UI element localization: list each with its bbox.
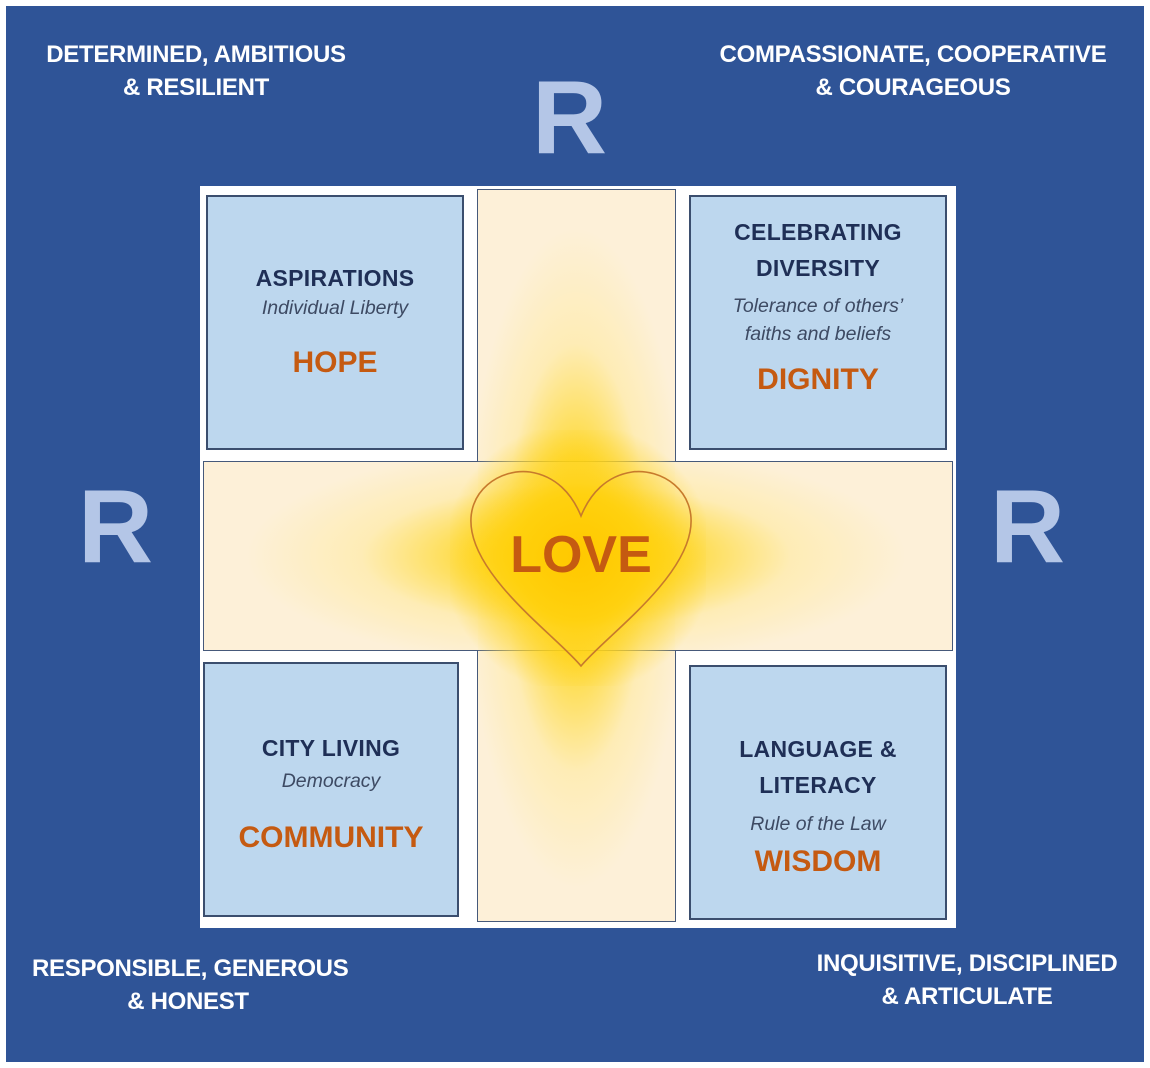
quadrant-box-aspirations: ASPIRATIONS Individual Liberty HOPE <box>206 195 464 450</box>
cross-glow-center <box>450 430 706 686</box>
quadrant-box-celebrating-diversity: CELEBRATING DIVERSITY Tolerance of other… <box>689 195 947 450</box>
box-subtitle-line: Democracy <box>281 770 381 792</box>
box-title: CITY LIVING <box>205 730 457 766</box>
center-label: LOVE <box>510 526 652 584</box>
corner-text-top-right: COMPASSIONATE, COOPERATIVE & COURAGEOUS <box>706 38 1120 104</box>
corner-text-bottom-right: INQUISITIVE, DISCIPLINED & ARTICULATE <box>808 947 1126 1013</box>
corner-line: & RESILIENT <box>122 74 270 101</box>
box-value: COMMUNITY <box>238 821 424 854</box>
letter-r-top: R <box>532 60 608 176</box>
corner-line: & HONEST <box>127 988 249 1015</box>
corner-line: INQUISITIVE, DISCIPLINED <box>816 950 1118 977</box>
box-title-line: CITY LIVING <box>261 735 401 761</box>
box-subtitle-line: Tolerance of others’ <box>732 295 904 317</box>
box-subtitle-line: Rule of the Law <box>750 813 886 835</box>
box-subtitle: Democracy <box>205 767 457 795</box>
box-value: DIGNITY <box>757 363 879 396</box>
corner-line: & ARTICULATE <box>881 983 1053 1010</box>
corner-line: DETERMINED, AMBITIOUS <box>46 41 346 68</box>
box-subtitle-line: Individual Liberty <box>261 297 409 319</box>
corner-line: COMPASSIONATE, COOPERATIVE <box>719 41 1107 68</box>
corner-line: & COURAGEOUS <box>815 74 1011 101</box>
box-value: WISDOM <box>754 845 882 878</box>
box-subtitle-line: faiths and beliefs <box>744 323 892 345</box>
box-title-line: LANGUAGE & <box>739 736 897 762</box>
corner-text-top-left: DETERMINED, AMBITIOUS & RESILIENT <box>44 38 348 104</box>
box-title-line: ASPIRATIONS <box>255 265 415 291</box>
corner-text-bottom-left: RESPONSIBLE, GENEROUS & HONEST <box>32 952 349 1018</box>
box-title-line: CELEBRATING <box>734 219 902 245</box>
corner-line: RESPONSIBLE, GENEROUS <box>32 955 349 982</box>
box-subtitle: Rule of the Law <box>691 810 945 838</box>
box-title: ASPIRATIONS <box>208 260 462 296</box>
box-title: LANGUAGE & LITERACY <box>691 731 945 803</box>
box-title: CELEBRATING DIVERSITY <box>691 214 945 286</box>
letter-r-left: R <box>78 469 154 585</box>
box-title-line: LITERACY <box>759 772 877 798</box>
box-subtitle: Individual Liberty <box>208 294 462 322</box>
quadrant-box-city-living: CITY LIVING Democracy COMMUNITY <box>203 662 459 917</box>
box-subtitle: Tolerance of others’ faiths and beliefs <box>691 292 945 348</box>
heart-icon <box>470 470 692 668</box>
quadrant-box-language-literacy: LANGUAGE & LITERACY Rule of the Law WISD… <box>689 665 947 920</box>
letter-r-right: R <box>990 469 1066 585</box>
box-value: HOPE <box>292 346 378 379</box>
box-title-line: DIVERSITY <box>755 255 881 281</box>
